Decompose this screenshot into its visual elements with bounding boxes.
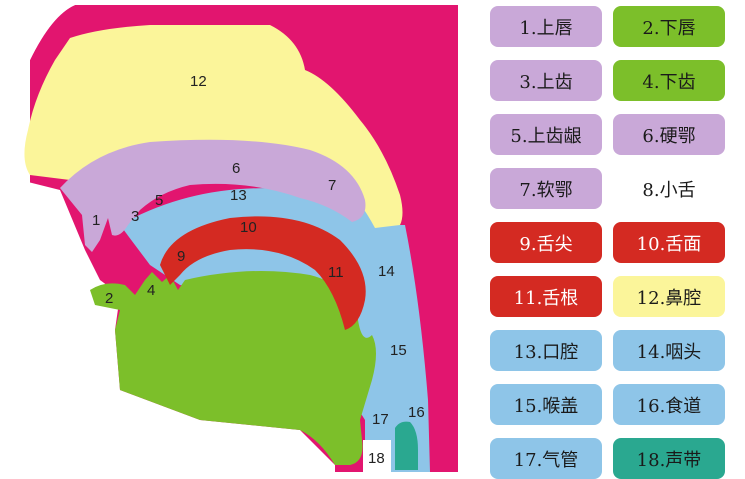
legend-item: 7.软鄂 <box>490 168 602 209</box>
palate-region <box>60 139 366 252</box>
label-number: 6 <box>232 160 240 177</box>
legend-item: 4.下齿 <box>613 60 725 101</box>
legend-item: 5.上齿龈 <box>490 114 602 155</box>
legend-item: 15.喉盖 <box>490 384 602 425</box>
label-number: 17 <box>372 411 389 428</box>
label-number: 9 <box>177 248 185 265</box>
label-number: 15 <box>390 342 407 359</box>
legend-item: 9.舌尖 <box>490 222 602 263</box>
label-number: 3 <box>131 208 139 225</box>
vocal-tract-diagram: 1 2 3 4 5 6 7 9 10 11 12 13 14 15 16 17 … <box>0 0 458 472</box>
label-number: 2 <box>105 290 113 307</box>
legend-item: 13.口腔 <box>490 330 602 371</box>
vocal-cords-region <box>395 421 418 470</box>
label-number: 18 <box>368 450 385 467</box>
label-number: 1 <box>92 212 100 229</box>
label-number: 5 <box>155 192 163 209</box>
legend-item: 11.舌根 <box>490 276 602 317</box>
legend: 1.上唇 2.下唇 3.上齿 4.下齿 5.上齿龈 6.硬鄂 7.软鄂 8.小舌 9.舌尖 10.… <box>490 6 740 479</box>
nasal-cavity-region <box>24 25 403 228</box>
label-number: 14 <box>378 263 395 280</box>
legend-item: 10.舌面 <box>613 222 725 263</box>
face-background-lower <box>0 175 335 472</box>
label-number: 7 <box>328 177 336 194</box>
legend-item: 6.硬鄂 <box>613 114 725 155</box>
legend-item: 3.上齿 <box>490 60 602 101</box>
face-background <box>0 0 75 175</box>
legend-item: 2.下唇 <box>613 6 725 47</box>
trachea-region <box>363 440 391 472</box>
legend-item: 18.声带 <box>613 438 725 479</box>
legend-item: 1.上唇 <box>490 6 602 47</box>
legend-item: 8.小舌 <box>613 168 725 209</box>
legend-item: 14.咽头 <box>613 330 725 371</box>
label-number: 4 <box>147 282 155 299</box>
label-number: 12 <box>190 73 207 90</box>
lower-jaw-region <box>90 271 376 465</box>
label-number: 16 <box>408 404 425 421</box>
legend-item: 17.气管 <box>490 438 602 479</box>
label-number: 11 <box>328 264 344 281</box>
label-number: 10 <box>240 219 257 236</box>
tongue-region <box>160 216 366 330</box>
legend-item: 16.食道 <box>613 384 725 425</box>
legend-item: 12.鼻腔 <box>613 276 725 317</box>
label-number: 13 <box>230 187 247 204</box>
